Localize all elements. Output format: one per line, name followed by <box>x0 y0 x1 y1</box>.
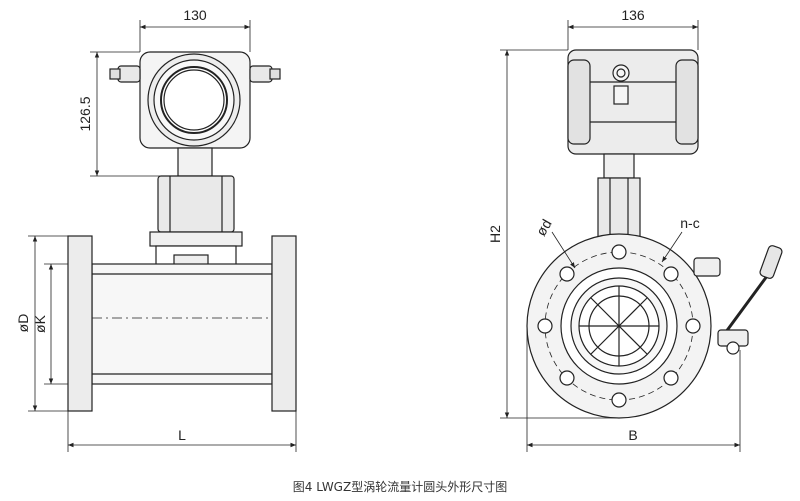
front-dimensions <box>28 20 297 452</box>
bolt-count-label: n-c <box>680 215 699 231</box>
bolt-hole <box>611 244 627 260</box>
side-dimensions <box>500 20 741 452</box>
bolt-hole <box>685 318 701 334</box>
bolt-hole-diameter-label: ød <box>533 216 555 238</box>
bolt-hole <box>663 266 679 282</box>
converter-head-side <box>567 49 699 239</box>
front-width-label: 130 <box>183 7 207 23</box>
length-label: L <box>178 427 186 443</box>
flange-face <box>526 233 712 419</box>
pipe-body <box>91 263 273 385</box>
bolt-circle-diameter-label: øK <box>32 314 48 333</box>
flange-outer-diameter-label: øD <box>15 314 31 333</box>
base-width-label: B <box>628 427 637 443</box>
bolt-hole <box>611 392 627 408</box>
bolt-hole <box>559 266 575 282</box>
figure-caption: 图4 LWGZ型涡轮流量计圆头外形尺寸图 <box>292 480 508 494</box>
lever-handle <box>693 245 783 355</box>
bolt-hole <box>663 370 679 386</box>
total-height-label: H2 <box>487 225 503 243</box>
front-height-label: 126.5 <box>77 96 93 131</box>
side-view <box>526 49 783 419</box>
right-flange <box>271 235 297 412</box>
bolt-hole <box>559 370 575 386</box>
side-width-label: 136 <box>621 7 645 23</box>
front-view <box>67 51 297 412</box>
bolt-hole <box>537 318 553 334</box>
bolt-holes <box>537 244 701 408</box>
dimension-labels: 130 126.5 øD øK L 136 H2 ød n-c B <box>15 7 700 443</box>
left-flange <box>67 235 93 412</box>
